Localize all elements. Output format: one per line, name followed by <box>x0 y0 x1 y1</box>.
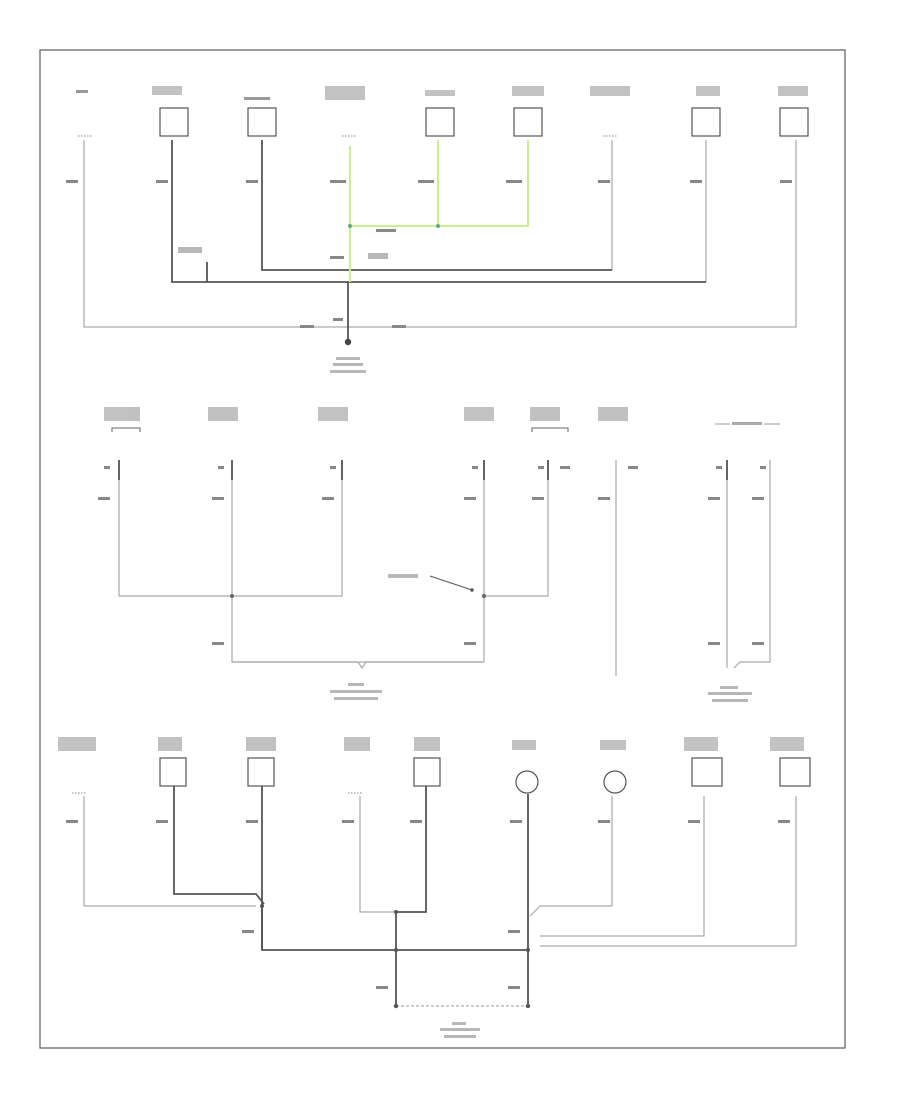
bottom-box-5 <box>413 757 441 787</box>
wire-top-bus <box>171 140 706 283</box>
bottom-box-8 <box>691 757 723 787</box>
component-label-7 <box>590 86 630 96</box>
ground-point-top <box>344 338 352 346</box>
wire-top-right-loop <box>348 140 797 328</box>
wire-mid-5 <box>484 460 549 597</box>
connector-box-5 <box>425 107 455 137</box>
lamp-left <box>515 770 539 794</box>
connector-box-9 <box>779 107 809 137</box>
component-label-3 <box>244 97 270 100</box>
wire-bot-bus <box>261 786 528 951</box>
middle-section <box>98 407 780 702</box>
wire-bot-5 <box>396 786 427 913</box>
component-label-2 <box>152 86 182 95</box>
switch-symbol <box>429 575 474 592</box>
component-label-6 <box>512 86 544 96</box>
wire-mid-8 <box>733 460 771 669</box>
wire-bot-7 <box>529 796 613 917</box>
wire-mid-bus <box>231 460 485 663</box>
component-label-1 <box>76 90 88 93</box>
diagram-frame <box>39 49 846 1049</box>
wire-top-3 <box>261 140 612 271</box>
connector-box-6 <box>513 107 543 137</box>
wire-bot-9 <box>540 796 797 947</box>
lamp-right <box>603 770 627 794</box>
bottom-box-2 <box>159 757 187 787</box>
wire-top-left-loop <box>83 140 348 328</box>
connector-box-8 <box>691 107 721 137</box>
component-label-8 <box>696 86 720 96</box>
wire-mid-1 <box>118 460 232 597</box>
bottom-box-3 <box>247 757 275 787</box>
wire-bot-1 <box>83 796 256 907</box>
component-label-5 <box>425 90 455 96</box>
connector-box-3 <box>247 107 277 137</box>
bottom-box-9 <box>779 757 811 787</box>
component-label-9 <box>778 86 808 96</box>
wire-mid-3 <box>232 460 343 597</box>
wire-bot-4 <box>359 796 396 913</box>
component-label-4 <box>325 86 365 100</box>
wire-bot-2 <box>173 786 265 905</box>
wire-highlight-3 <box>350 140 529 227</box>
connector-box-2 <box>159 107 189 137</box>
bottom-section <box>58 737 811 1038</box>
wire-bot-8 <box>540 796 705 937</box>
top-section <box>66 86 809 373</box>
